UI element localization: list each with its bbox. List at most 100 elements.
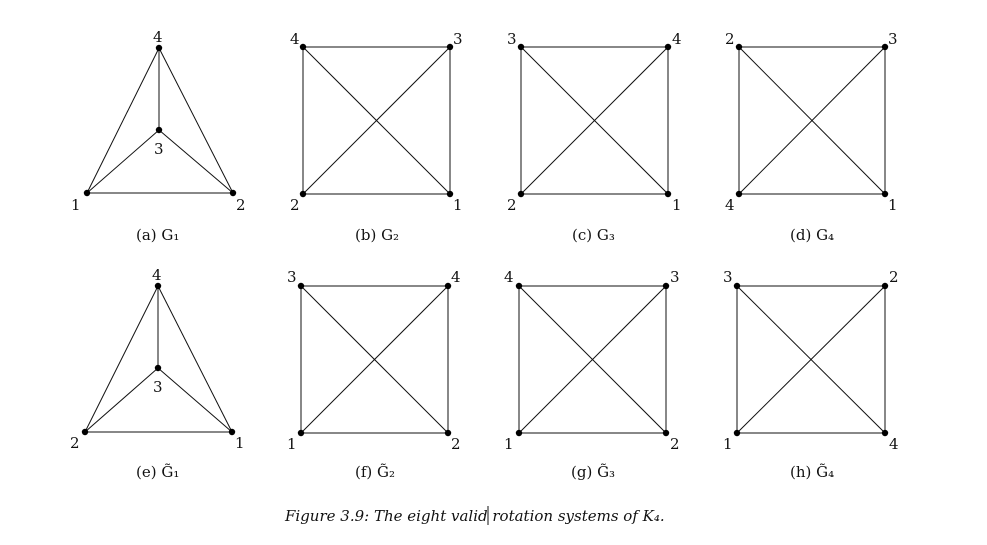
- vertex: [733, 282, 741, 290]
- vertex-label: 2: [507, 196, 517, 214]
- panel-caption: (d) G₄: [790, 226, 834, 244]
- edge: [84, 285, 159, 433]
- vertex: [664, 43, 672, 51]
- vertex-label: 1: [672, 196, 682, 214]
- edge-3-1: [86, 129, 160, 194]
- vertex: [515, 282, 523, 290]
- vertex-label: 4: [290, 30, 300, 48]
- vertex-label: 2: [70, 434, 80, 452]
- vertex: [83, 189, 91, 197]
- panel-caption: (b) G₂: [355, 226, 399, 244]
- vertex: [517, 190, 525, 198]
- vertex-label: 1: [888, 196, 898, 214]
- square-edges: [518, 285, 667, 434]
- vertex-label: 4: [725, 196, 735, 214]
- edge-1-4: [86, 47, 160, 194]
- vertex: [517, 43, 525, 51]
- vertex: [735, 190, 743, 198]
- diagonal: [738, 46, 886, 195]
- vertex-label: 3: [723, 268, 733, 286]
- vertex: [881, 190, 889, 198]
- vertex-label: 2: [670, 435, 680, 453]
- vertex-label: 3: [888, 30, 898, 48]
- vertex-label: 3: [154, 140, 164, 158]
- edge: [157, 285, 233, 433]
- panel-b: 4 3 2 1 (b) G₂: [290, 30, 463, 244]
- vertex: [881, 43, 889, 51]
- panel-caption: (c) G₃: [572, 226, 615, 244]
- vertex-label: 3: [670, 268, 680, 286]
- vertex: [444, 429, 452, 437]
- vertex: [155, 44, 163, 52]
- panel-caption: (h) G̃₄: [790, 463, 834, 481]
- vertex-label: 1: [235, 434, 245, 452]
- vertex-label: 4: [504, 268, 514, 286]
- vertex: [154, 282, 162, 290]
- vertex: [81, 428, 89, 436]
- square-edges: [520, 46, 669, 195]
- vertex-label: 2: [236, 196, 246, 214]
- vertex-label: 2: [889, 268, 899, 286]
- panel-f: 3 4 1 2 (f) G̃₂: [287, 268, 461, 481]
- panel-d: 2 3 4 1 (d) G₄: [725, 30, 898, 244]
- vertex-label: 3: [453, 30, 463, 48]
- square-edges: [300, 285, 449, 434]
- panel-caption: (g) G̃₃: [571, 463, 615, 481]
- vertex: [664, 190, 672, 198]
- vertex-label: 1: [71, 196, 81, 214]
- panel-caption: (f) G̃₂: [355, 463, 395, 481]
- vertex-label: 4: [672, 30, 682, 48]
- vertex-label: 1: [723, 435, 733, 453]
- vertex-label: 2: [725, 30, 735, 48]
- panel-g: 4 3 1 2 (g) G̃₃: [504, 268, 680, 481]
- panel-h: 3 2 1 4 (h) G̃₄: [723, 268, 899, 481]
- vertex: [297, 429, 305, 437]
- diagonal: [520, 46, 669, 195]
- panel-caption: (a) G₁: [136, 226, 179, 244]
- vertex: [446, 43, 454, 51]
- vertex: [154, 364, 162, 372]
- vertex: [881, 282, 889, 290]
- edge: [157, 367, 233, 433]
- vertex: [155, 126, 163, 134]
- vertex-label: 2: [290, 196, 300, 214]
- vertex-label: 1: [287, 435, 297, 453]
- edge-2-4: [158, 47, 234, 194]
- diagonal: [302, 46, 451, 195]
- vertex: [297, 282, 305, 290]
- vertex: [444, 282, 452, 290]
- vertex: [299, 190, 307, 198]
- vertex-label: 4: [152, 266, 162, 284]
- vertex-label: 4: [153, 28, 163, 46]
- diagonal: [518, 285, 667, 434]
- vertex-label: 4: [451, 268, 461, 286]
- diagonal: [736, 285, 886, 434]
- vertex: [735, 43, 743, 51]
- edge: [84, 367, 159, 433]
- vertex: [229, 189, 237, 197]
- square-edges: [302, 46, 451, 195]
- vertex-label: 3: [153, 378, 163, 396]
- vertex-label: 4: [889, 435, 899, 453]
- panel-a: 1 2 3 4 (a) G₁: [71, 28, 246, 244]
- diagonal: [300, 285, 449, 434]
- vertex: [733, 429, 741, 437]
- panel-e: 2 1 3 4 (e) G̃₁: [70, 266, 245, 481]
- square-edges: [736, 285, 886, 434]
- edge-3-2: [158, 129, 234, 194]
- vertex-label: 3: [287, 268, 297, 286]
- vertex-label: 1: [453, 196, 463, 214]
- figure-caption: Figure 3.9: The eight valid rotation sys…: [284, 507, 665, 525]
- vertex: [662, 282, 670, 290]
- square-edges: [738, 46, 886, 195]
- panel-caption: (e) G̃₁: [136, 463, 179, 481]
- panel-c: 3 4 2 1 (c) G₃: [507, 30, 682, 244]
- vertex: [881, 429, 889, 437]
- vertex-label: 3: [507, 30, 517, 48]
- vertex: [228, 428, 236, 436]
- vertex: [515, 429, 523, 437]
- vertex: [299, 43, 307, 51]
- vertex-label: 1: [504, 435, 514, 453]
- vertex: [446, 190, 454, 198]
